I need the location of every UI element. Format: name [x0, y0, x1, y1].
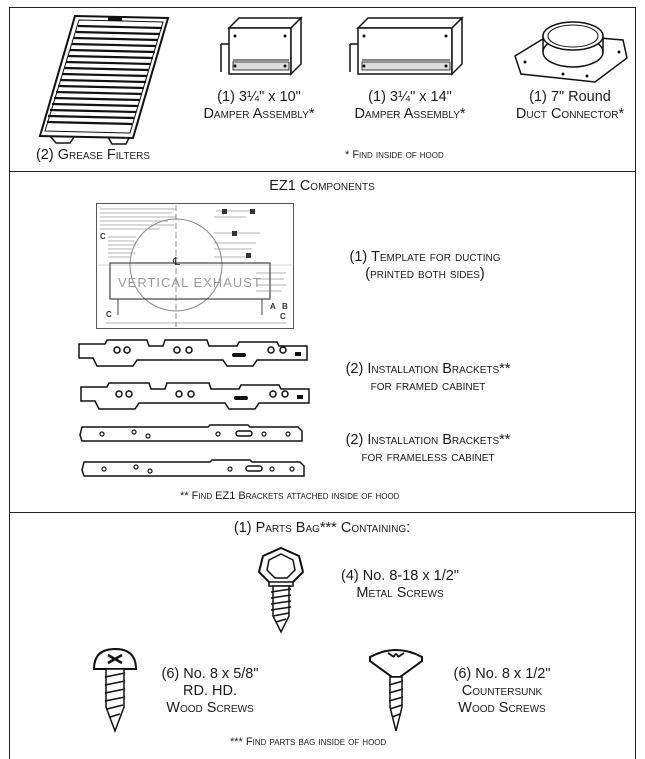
ez1-components-title: EZ1 Components	[269, 178, 375, 194]
damper-14-name: Damper Assembly*	[354, 106, 466, 122]
round-head-wood-screw-icon	[92, 647, 138, 734]
rdhd-screw-label-line2: RD. HD.	[183, 683, 237, 699]
damper-14-size: (1) 3¼" x 14"	[368, 89, 452, 105]
section-divider	[9, 512, 636, 513]
section2-note: ** Find EZ1 Brackets attached inside of …	[180, 490, 400, 502]
template-letter-c: C	[106, 310, 112, 319]
duct-connector-name: Duct Connector*	[515, 106, 625, 122]
csk-screw-label-line1: (6) No. 8 x 1/2"	[453, 666, 551, 682]
section1-note: * Find inside of hood	[345, 149, 444, 161]
template-center-mark: ℄	[172, 255, 180, 268]
parts-list-frame	[9, 7, 636, 759]
metal-screw-icon	[257, 546, 305, 634]
frameless-bracket-illustration	[81, 459, 305, 477]
rdhd-screw-label-line3: Wood Screws	[166, 700, 254, 716]
template-letter-c: C	[100, 232, 106, 241]
countersunk-wood-screw-icon	[369, 649, 423, 732]
section-divider	[9, 171, 636, 172]
metal-screw-label-line1: (4) No. 8-18 x 1/2"	[341, 568, 459, 584]
frameless-bracket-label-line2: for frameless cabinet	[361, 449, 495, 465]
template-label-line2: (printed both sides)	[365, 266, 485, 282]
metal-screw-label-line2: Metal Screws	[356, 585, 444, 601]
template-letter-b: B	[282, 302, 288, 311]
damper-10-illustration	[220, 16, 303, 76]
duct-connector-illustration	[514, 21, 628, 83]
csk-screw-label-line2: Countersunk	[461, 683, 543, 699]
rdhd-screw-label-line1: (6) No. 8 x 5/8"	[161, 666, 259, 682]
duct-connector-size: (1) 7" Round	[529, 89, 611, 105]
ducting-template-illustration: ℄ VERTICAL EXHAUST C C A B C	[96, 203, 294, 329]
framed-bracket-label-line1: (2) Installation Brackets**	[345, 361, 511, 377]
damper-10-size: (1) 3¼" x 10"	[217, 89, 301, 105]
damper-10-name: Damper Assembly*	[203, 106, 315, 122]
damper-14-illustration	[349, 16, 464, 76]
framed-bracket-illustration	[80, 382, 310, 410]
frameless-bracket-label-line1: (2) Installation Brackets**	[345, 432, 511, 448]
grease-filter-illustration	[38, 14, 170, 145]
framed-bracket-label-line2: for framed cabinet	[370, 378, 486, 394]
template-letter-a: A	[270, 302, 276, 311]
template-watermark: VERTICAL EXHAUST	[118, 275, 262, 290]
section3-note: *** Find parts bag inside of hood	[230, 736, 387, 748]
frameless-bracket-illustration	[79, 424, 303, 442]
framed-bracket-illustration	[78, 339, 308, 367]
csk-screw-label-line3: Wood Screws	[458, 700, 546, 716]
template-label-line1: (1) Template for ducting	[349, 249, 501, 265]
template-letter-c: C	[280, 312, 286, 321]
grease-filters-label: (2) Grease Filters	[35, 147, 151, 163]
parts-bag-title: (1) Parts Bag*** Containing:	[233, 520, 411, 536]
